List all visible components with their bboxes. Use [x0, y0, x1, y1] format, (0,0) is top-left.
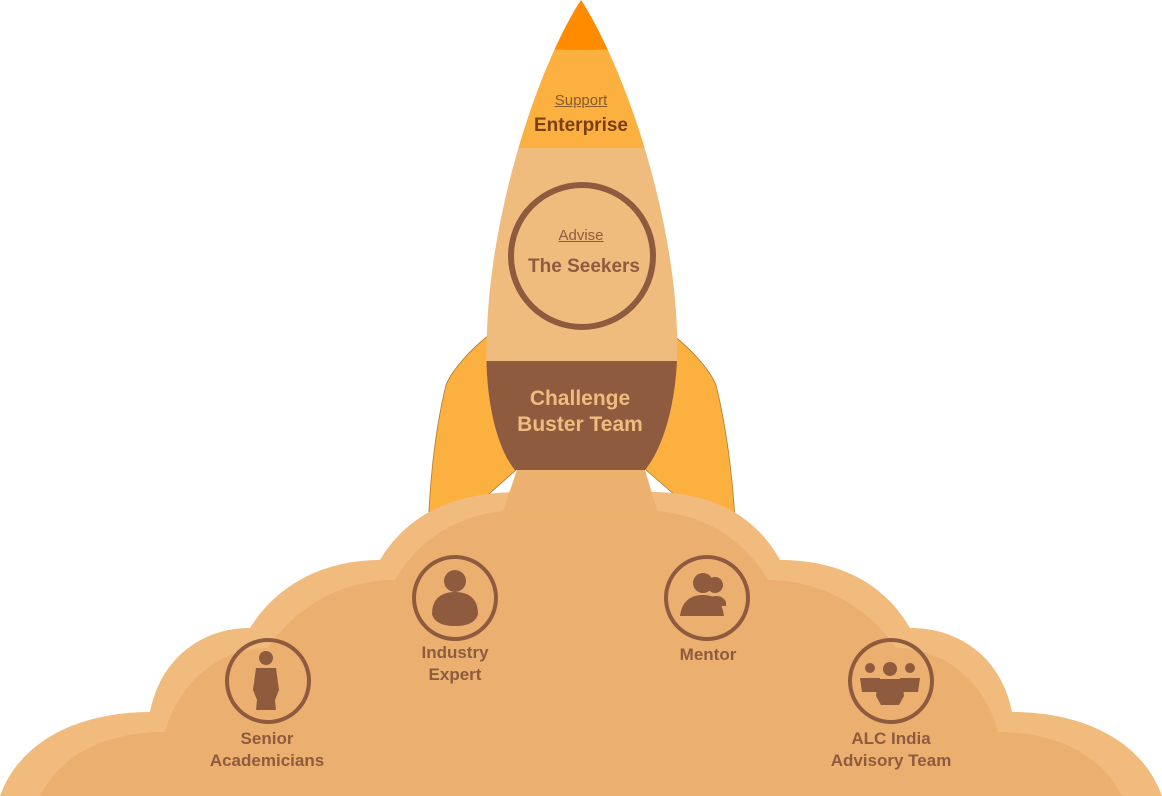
band-line2: Buster Team — [517, 413, 643, 436]
cloud-inner — [40, 510, 1122, 796]
label-line2: Advisory Team — [830, 751, 952, 770]
icon-ring-senior — [225, 638, 311, 724]
team-group-icon — [860, 662, 920, 705]
label-line2: Academicians — [209, 751, 325, 770]
businessman-icon — [253, 651, 279, 710]
label-line1: Senior — [240, 729, 294, 748]
window-title: The Seekers — [528, 256, 640, 277]
expert-person-icon — [432, 570, 478, 626]
nose-title: Enterprise — [534, 115, 628, 136]
rocket-exhaust — [500, 470, 660, 520]
nose-verb: Support — [554, 92, 608, 109]
window-verb: Advise — [558, 227, 604, 244]
window-ring — [508, 182, 656, 330]
icon-ring-mentor — [664, 555, 750, 641]
label-line1: ALC India — [851, 729, 931, 748]
label-line1: Industry — [421, 643, 489, 662]
label-line2: Expert — [428, 665, 482, 684]
label-line1: Mentor — [679, 645, 737, 664]
icon-ring-alc — [848, 638, 934, 724]
label-mentor: Mentor — [628, 644, 788, 666]
two-people-icon — [680, 573, 726, 616]
icon-ring-industry — [412, 555, 498, 641]
band-line1: Challenge — [529, 387, 631, 410]
